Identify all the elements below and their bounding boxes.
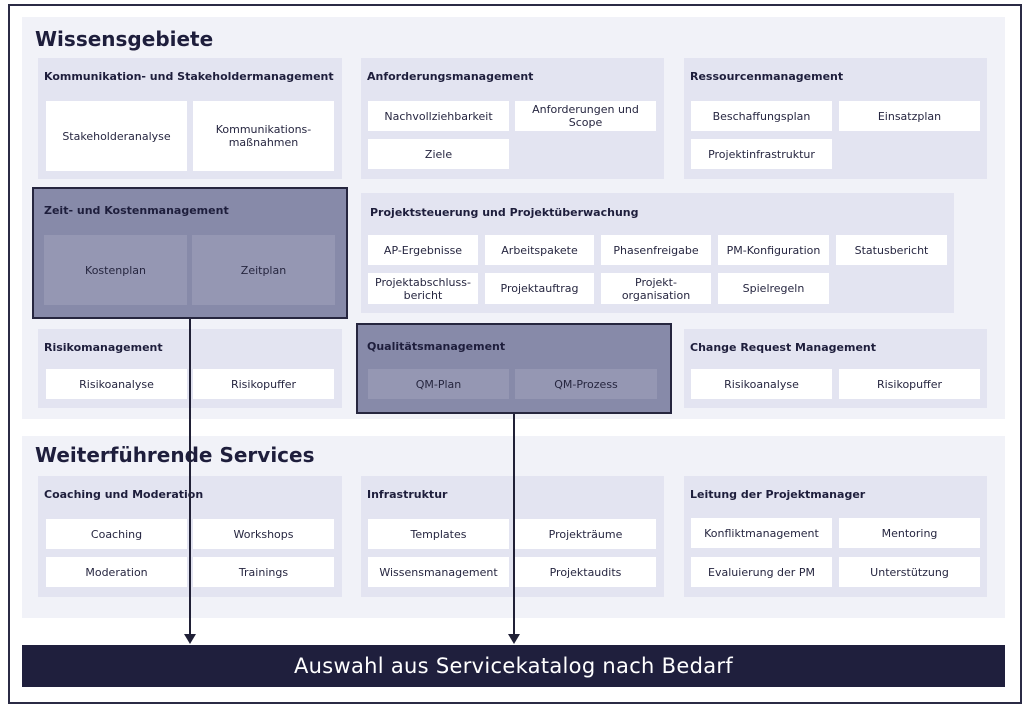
group-ressourcen: Ressourcenmanagement Beschaffungsplan Ei… — [684, 58, 987, 179]
group-infrastruktur: Infrastruktur Templates Projekträume Wis… — [361, 476, 664, 597]
group-qualitaet: Qualitätsmanagement QM-Plan QM-Prozess — [356, 323, 672, 414]
tile-ap-ergebnisse: AP-Ergebnisse — [368, 235, 478, 265]
tile-wissensmanagement: Wissensmanagement — [368, 557, 509, 587]
connector-line-zeit — [189, 319, 191, 635]
tile-projektraeume: Projekträume — [515, 519, 656, 549]
tile-trainings: Trainings — [193, 557, 334, 587]
group-title: Kommunikation- und Stakeholdermanagement — [44, 70, 334, 83]
tile-nachvollziehbarkeit: Nachvollziehbarkeit — [368, 101, 509, 131]
tile-einsatzplan: Einsatzplan — [839, 101, 980, 131]
arrowhead-down-icon — [184, 634, 196, 644]
tile-qm-plan: QM-Plan — [368, 369, 509, 399]
section-title-wissensgebiete: Wissensgebiete — [35, 27, 214, 51]
tile-risikopuffer: Risikopuffer — [839, 369, 980, 399]
group-title: Ressourcenmanagement — [690, 70, 844, 83]
section-title-services: Weiterführende Services — [35, 443, 315, 467]
tile-projektaudits: Projektaudits — [515, 557, 656, 587]
tile-evaluierung-pm: Evaluierung der PM — [691, 557, 832, 587]
tile-risikoanalyse: Risikoanalyse — [46, 369, 187, 399]
tile-statusbericht: Statusbericht — [836, 235, 947, 265]
group-title: Change Request Management — [690, 341, 877, 354]
tile-phasenfreigabe: Phasenfreigabe — [601, 235, 711, 265]
tile-konfliktmanagement: Konfliktmanagement — [691, 518, 832, 548]
tile-ziele: Ziele — [368, 139, 509, 169]
servicekatalog-bar: Auswahl aus Servicekatalog nach Bedarf — [22, 645, 1005, 687]
group-title: Qualitätsmanagement — [367, 340, 506, 353]
group-title: Projektsteuerung und Projektüberwachung — [370, 206, 639, 219]
tile-arbeitspakete: Arbeitspakete — [485, 235, 594, 265]
arrowhead-down-icon — [508, 634, 520, 644]
tile-qm-prozess: QM-Prozess — [515, 369, 657, 399]
tile-moderation: Moderation — [46, 557, 187, 587]
group-title: Coaching und Moderation — [44, 488, 204, 501]
group-change-request: Change Request Management Risikoanalyse … — [684, 329, 987, 408]
tile-coaching: Coaching — [46, 519, 187, 549]
group-title: Leitung der Projektmanager — [690, 488, 866, 501]
tile-zeitplan: Zeitplan — [192, 235, 335, 305]
tile-projektinfrastruktur: Projektinfrastruktur — [691, 139, 832, 169]
tile-mentoring: Mentoring — [839, 518, 980, 548]
tile-stakeholderanalyse: Stakeholderanalyse — [46, 101, 187, 171]
tile-projektauftrag: Projektauftrag — [485, 273, 594, 304]
group-leitung: Leitung der Projektmanager Konfliktmanag… — [684, 476, 987, 597]
group-projektsteuerung: Projektsteuerung und Projektüberwachung … — [361, 193, 954, 313]
group-title: Anforderungsmanagement — [367, 70, 534, 83]
group-kommunikation: Kommunikation- und Stakeholdermanagement… — [38, 58, 342, 179]
group-title: Infrastruktur — [367, 488, 448, 501]
tile-beschaffungsplan: Beschaffungsplan — [691, 101, 832, 131]
group-title: Risikomanagement — [44, 341, 163, 354]
tile-risikoanalyse: Risikoanalyse — [691, 369, 832, 399]
connector-line-qualitaet — [513, 414, 515, 635]
tile-templates: Templates — [368, 519, 509, 549]
tile-pm-konfiguration: PM-Konfiguration — [718, 235, 829, 265]
tile-projektorganisation: Projekt- organisation — [601, 273, 711, 304]
tile-workshops: Workshops — [193, 519, 334, 549]
tile-kommunikationsmassnahmen: Kommunikations- maßnahmen — [193, 101, 334, 171]
group-title: Zeit- und Kostenmanagement — [44, 204, 229, 217]
tile-anforderungen-scope: Anforderungen und Scope — [515, 101, 656, 131]
tile-kostenplan: Kostenplan — [44, 235, 187, 305]
group-anforderung: Anforderungsmanagement Nachvollziehbarke… — [361, 58, 664, 179]
tile-spielregeln: Spielregeln — [718, 273, 829, 304]
tile-unterstuetzung: Unterstützung — [839, 557, 980, 587]
group-zeit-kosten: Zeit- und Kostenmanagement Kostenplan Ze… — [32, 187, 348, 319]
tile-projektabschlussbericht: Projektabschluss- bericht — [368, 273, 478, 304]
tile-risikopuffer: Risikopuffer — [193, 369, 334, 399]
